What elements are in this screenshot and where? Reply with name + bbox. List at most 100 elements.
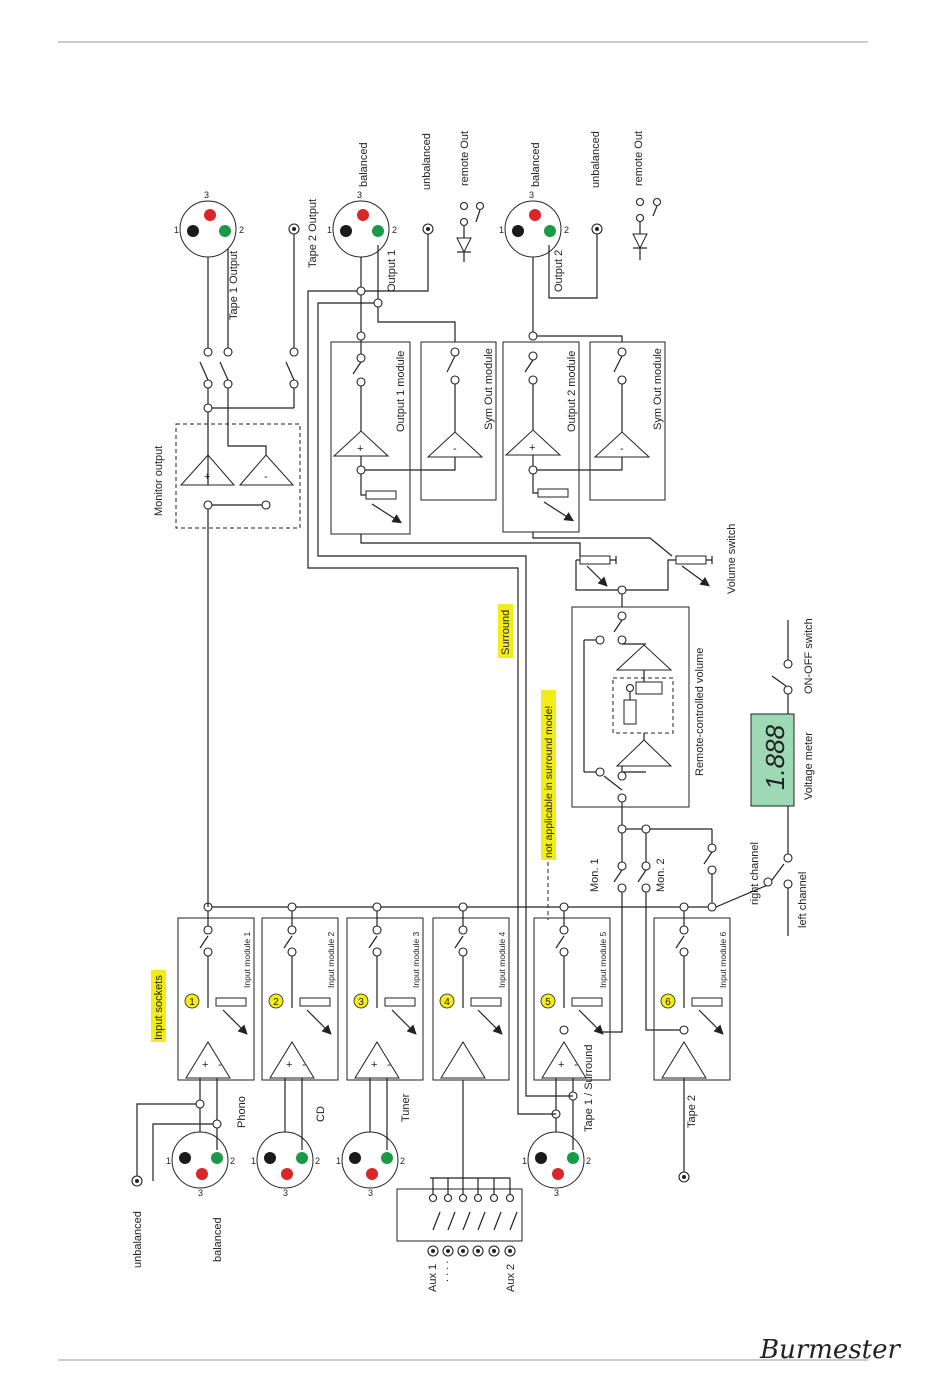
pin-1: 1 (522, 1156, 527, 1166)
label-unbalanced-out-1: unbalanced (421, 133, 433, 190)
pin-1: 1 (327, 225, 332, 235)
label-balanced-out-2: balanced (530, 142, 542, 187)
label-balanced-out-1: balanced (358, 142, 370, 187)
module-number: 2 (273, 997, 279, 1008)
input-module-1: 1 + - Input module 1 (177, 907, 255, 1081)
input-sockets: 1 2 3 1 2 3 1 2 3 1 2 3 (131, 1078, 690, 1257)
plus-sign: + (357, 443, 363, 455)
input-module-4: 4 Input module 4 (432, 907, 510, 1081)
rca-output2-unbalanced (591, 223, 603, 235)
label-surround: Surround (500, 610, 512, 655)
input-module-label: Input module 2 (326, 931, 336, 988)
label-tape1-surround: Tape 1 / Surround (583, 1045, 595, 1132)
label-remote-out-1: remote Out (459, 131, 471, 186)
pin-1: 1 (251, 1156, 256, 1166)
xlr-tape1-socket (527, 1131, 585, 1189)
label-output2: Output 2 (553, 250, 565, 292)
label-tape2: Tape 2 (686, 1095, 698, 1128)
xlr-tape1-output (179, 200, 237, 258)
plus-sign: + (558, 1059, 564, 1071)
minus-sign: - (574, 1059, 578, 1071)
minus-sign: - (264, 471, 268, 483)
input-module-label: Input module 4 (497, 931, 507, 988)
label-tape2-output: Tape 2 Output (307, 199, 319, 268)
module-number: 4 (444, 997, 450, 1008)
pin-3: 3 (357, 190, 362, 200)
bus-node (287, 902, 297, 912)
aux-switches (427, 1178, 518, 1257)
minus-sign: - (302, 1059, 306, 1071)
xlr-cd-socket (256, 1131, 314, 1189)
surround-path-a (307, 290, 556, 1115)
module-number: 1 (189, 997, 195, 1008)
xlr-tuner-socket (341, 1131, 399, 1189)
label-remote-volume: Remote-controlled volume (694, 648, 706, 776)
input-module-label: Input module 3 (411, 931, 421, 988)
input-module-5: 5 + - Input module 5 (533, 907, 611, 1081)
pin-3: 3 (204, 190, 209, 200)
label-monitor-output: Monitor output (153, 446, 165, 516)
remote-out-2 (632, 197, 662, 260)
label-phono: Phono (236, 1096, 248, 1128)
label-symout-module-2: Sym Out module (652, 348, 664, 430)
label-balanced-in: balanced (212, 1217, 224, 1262)
burmester-logo: Burmester (759, 1335, 901, 1365)
pin-3: 3 (198, 1188, 203, 1198)
module-number: 6 (665, 997, 671, 1008)
label-not-applicable: not applicable in surround mode! (543, 706, 555, 858)
label-right-channel: right channel (749, 842, 761, 905)
module-number: 5 (545, 997, 551, 1008)
vol-link-1 (360, 534, 581, 556)
label-volume-switch: Volume switch (726, 524, 738, 594)
label-cd: CD (315, 1106, 327, 1122)
input-sockets-highlight (151, 970, 166, 1042)
pin-2: 2 (586, 1156, 591, 1166)
pin-3: 3 (529, 190, 534, 200)
label-left-channel: left channel (797, 872, 809, 928)
pin-2: 2 (315, 1156, 320, 1166)
xlr-output2 (504, 200, 562, 258)
label-remote-out-2: remote Out (633, 131, 645, 186)
pin-1: 1 (336, 1156, 341, 1166)
channel-link (715, 883, 771, 908)
rca-tape2-output (288, 223, 300, 235)
remote-volume-amp-lower (615, 739, 673, 767)
bus-node (707, 902, 717, 912)
xlr-phono-socket (171, 1131, 229, 1189)
pin-3: 3 (554, 1188, 559, 1198)
pin-2: 2 (230, 1156, 235, 1166)
input-module-label: Input module 5 (598, 931, 608, 988)
input-module-6: 6 Input module 6 (653, 907, 731, 1081)
surround-path-b (317, 302, 573, 1097)
pin-2: 2 (239, 225, 244, 235)
volume-switch-pot-2 (675, 555, 707, 565)
xlr-output1 (332, 200, 390, 258)
label-voltage-meter: Voltage meter (803, 732, 815, 800)
pin-2: 2 (564, 225, 569, 235)
label-output1: Output 1 (386, 250, 398, 292)
module-number: 3 (358, 997, 364, 1008)
vol-link-2 (532, 532, 673, 557)
pin-1: 1 (499, 225, 504, 235)
label-unbalanced-in: unbalanced (132, 1211, 144, 1268)
label-output1-module: Output 1 module (395, 351, 407, 432)
not-applicable-highlight (541, 690, 556, 860)
voltage-meter-display (750, 713, 795, 807)
input-module-label: Input module 6 (718, 931, 728, 988)
label-aux1: Aux 1 (427, 1264, 439, 1292)
symout-module-2 (589, 341, 666, 501)
symout-module-1 (420, 341, 497, 501)
bus-node (372, 902, 382, 912)
pin-2: 2 (392, 225, 397, 235)
rca-phono-socket (131, 1175, 143, 1187)
input-module-label: Input module 1 (242, 931, 252, 988)
label-tuner: Tuner (400, 1093, 412, 1122)
plus-sign: + (286, 1059, 292, 1071)
remote-volume-control-box (612, 677, 674, 734)
plus-sign: + (371, 1059, 377, 1071)
pin-1: 1 (174, 225, 179, 235)
monitor-amp-minus (238, 454, 295, 486)
input-module-3: 3 + - Input module 3 (346, 907, 424, 1081)
label-unbalanced-out-2: unbalanced (590, 131, 602, 188)
